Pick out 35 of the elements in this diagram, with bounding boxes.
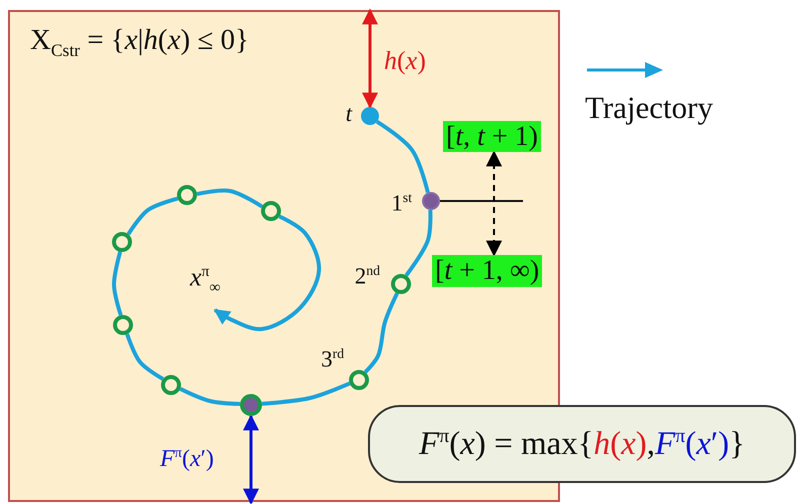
legend-text: Trajectory <box>585 92 713 123</box>
set-definition: X$_{Cstr}$ = {x|h(x) ≤ 0} <box>30 26 249 60</box>
trajectory-ring-marker <box>177 185 197 205</box>
trajectory-segment <box>125 333 164 381</box>
trajectory-segment <box>376 120 430 194</box>
double-arrow <box>486 150 502 257</box>
trajectory-ring-marker <box>161 375 181 395</box>
point-label: 1$^{st}$ <box>391 191 412 215</box>
double-arrow <box>362 8 378 109</box>
interval-text: [t, t + 1) <box>446 122 538 150</box>
point-label: t <box>346 102 352 125</box>
trajectory-ring-marker <box>112 232 132 252</box>
double-arrow <box>243 414 259 504</box>
formula-part: h(x) <box>594 428 647 460</box>
trajectory-segment <box>112 251 123 316</box>
formula-part: } <box>729 428 745 460</box>
trajectory-point <box>240 394 262 416</box>
edge-label: h(x) <box>384 48 426 74</box>
interval-text: [t + 1, ∞) <box>435 257 540 285</box>
formula-box <box>368 405 796 483</box>
trajectory-segment <box>364 292 399 374</box>
trajectory-segment <box>262 382 350 406</box>
formula-part: , <box>646 428 656 460</box>
point-label: 3$^{rd}$ <box>321 347 344 371</box>
trajectory-arrow <box>214 214 321 332</box>
formula-part: F$^{π}$(x′) <box>655 427 730 461</box>
point-label: 2$^{nd}$ <box>354 264 380 288</box>
edge-label: F$^{π}$(x′) <box>160 446 214 471</box>
trajectory-ring-marker <box>261 201 281 221</box>
trajectory-segment <box>196 188 264 208</box>
trajectory-segment <box>179 387 240 406</box>
trajectory-segment <box>404 210 432 277</box>
trajectory-segment <box>126 196 178 236</box>
trajectory-ring-marker <box>113 315 133 335</box>
formula-part: F$^{π}$(x) = max{ <box>419 427 594 461</box>
